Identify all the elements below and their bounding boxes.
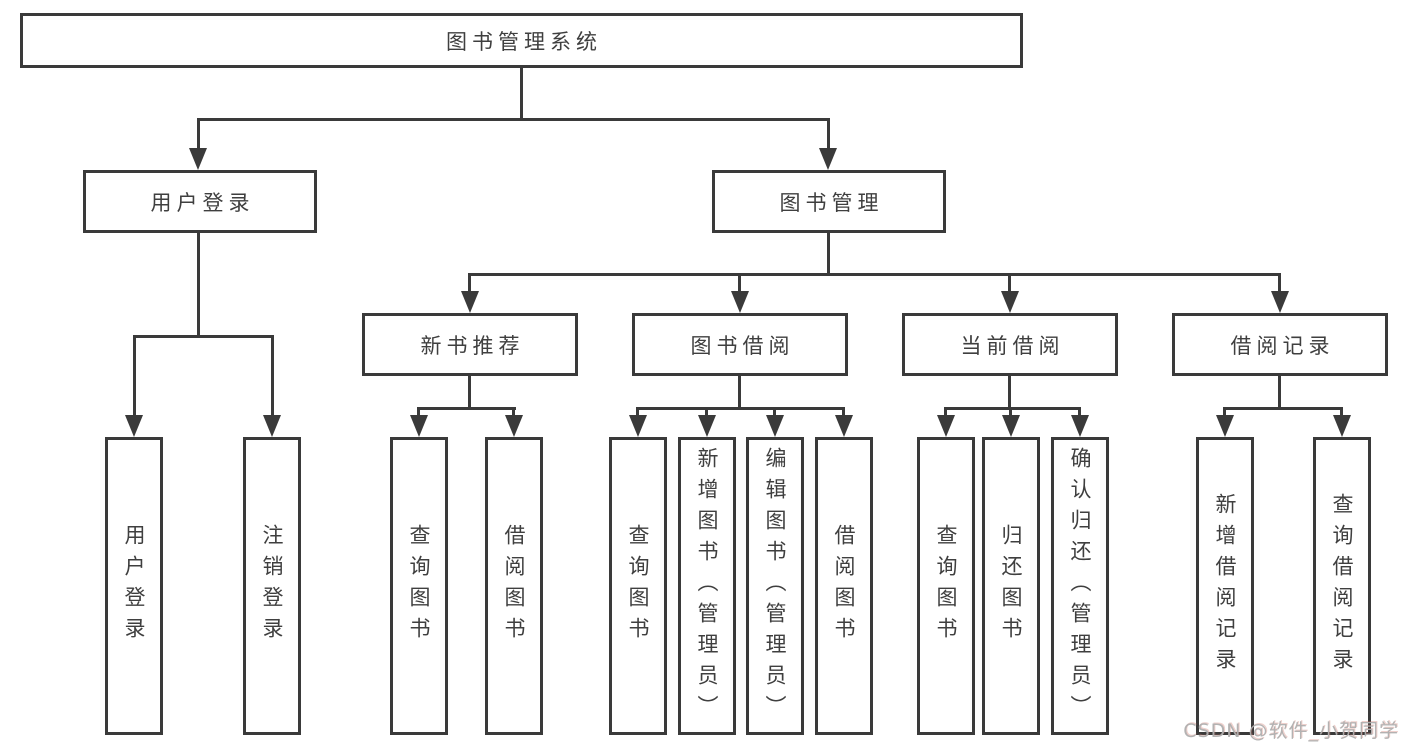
connector-line [1278,376,1281,407]
leaf-logout-label: 注销登录 [260,524,284,648]
arrow-down-icon [766,415,784,437]
csdn-watermark: CSDN @软件_小贺同学 [1183,720,1399,742]
connector-line [1340,407,1343,417]
leaf-edit-books-admin-label: 编辑图书（管理员） [763,446,787,726]
leaf-query-books-1: 查询图书 [390,437,448,735]
leaf-user-login-label: 用户登录 [122,524,146,648]
arrow-down-icon [189,148,207,170]
connector-line [944,407,1081,410]
leaf-add-borrow-record-label: 新增借阅记录 [1213,493,1237,679]
leaf-logout: 注销登录 [243,437,301,735]
node-root-label: 图书管理系统 [446,29,602,54]
node-borrow-record: 借阅记录 [1172,313,1388,376]
connector-line [944,407,947,417]
leaf-query-borrow-record: 查询借阅记录 [1313,437,1371,735]
connector-line [133,335,136,417]
arrow-down-icon [1071,415,1089,437]
connector-line [1223,407,1343,410]
connector-line [468,273,471,291]
connector-line [133,335,274,338]
arrow-down-icon [731,291,749,313]
leaf-query-books-3-label: 查询图书 [934,524,958,648]
connector-line [468,376,471,407]
connector-line [197,118,830,121]
connector-line [827,118,830,150]
leaf-return-books-label: 归还图书 [999,524,1023,648]
connector-line [271,335,274,417]
connector-line [469,273,1281,276]
node-user-login: 用户登录 [83,170,317,233]
arrow-down-icon [835,415,853,437]
connector-line [705,407,708,417]
leaf-query-books-3: 查询图书 [917,437,975,735]
connector-line [773,407,776,417]
connector-line [636,407,639,417]
connector-line [636,407,845,410]
arrow-down-icon [1002,415,1020,437]
leaf-confirm-return-admin-label: 确认归还（管理员） [1068,446,1092,726]
connector-line [417,407,516,410]
arrow-down-icon [629,415,647,437]
node-current-borrow: 当前借阅 [902,313,1118,376]
arrow-down-icon [461,291,479,313]
arrow-down-icon [263,415,281,437]
connector-line [197,118,200,150]
leaf-query-books-2-label: 查询图书 [626,524,650,648]
node-book-management-label: 图书管理 [779,190,884,215]
connector-line [738,376,741,407]
node-new-book-recommend-label: 新书推荐 [420,333,525,358]
arrow-down-icon [125,415,143,437]
leaf-add-borrow-record: 新增借阅记录 [1196,437,1254,735]
leaf-borrow-books-1-label: 借阅图书 [502,524,526,648]
arrow-down-icon [819,148,837,170]
leaf-borrow-books-1: 借阅图书 [485,437,543,735]
leaf-query-books-2: 查询图书 [609,437,667,735]
connector-line [1008,376,1011,407]
arrow-down-icon [1271,291,1289,313]
node-new-book-recommend: 新书推荐 [362,313,578,376]
leaf-query-books-1-label: 查询图书 [407,524,431,648]
arrow-down-icon [505,415,523,437]
node-book-management: 图书管理 [712,170,946,233]
connector-line [512,407,515,417]
arrow-down-icon [937,415,955,437]
connector-line [417,407,420,417]
connector-line [1078,407,1081,417]
node-user-login-label: 用户登录 [150,190,255,215]
leaf-user-login: 用户登录 [105,437,163,735]
connector-line [842,407,845,417]
node-book-borrow: 图书借阅 [632,313,848,376]
arrow-down-icon [410,415,428,437]
connector-line [520,68,523,118]
connector-line [1009,407,1012,417]
leaf-borrow-books-2-label: 借阅图书 [832,524,856,648]
node-book-borrow-label: 图书借阅 [690,333,795,358]
connector-line [1223,407,1226,417]
leaf-add-books-admin: 新增图书（管理员） [678,437,736,735]
arrow-down-icon [1333,415,1351,437]
arrow-down-icon [1216,415,1234,437]
leaf-return-books: 归还图书 [982,437,1040,735]
connector-line [1278,273,1281,291]
connector-line [197,233,200,335]
connector-line [1008,273,1011,291]
node-borrow-record-label: 借阅记录 [1230,333,1335,358]
leaf-query-borrow-record-label: 查询借阅记录 [1330,493,1354,679]
node-current-borrow-label: 当前借阅 [960,333,1065,358]
leaf-add-books-admin-label: 新增图书（管理员） [695,446,719,726]
leaf-confirm-return-admin: 确认归还（管理员） [1051,437,1109,735]
connector-line [827,233,830,273]
arrow-down-icon [698,415,716,437]
node-root: 图书管理系统 [20,13,1023,68]
leaf-edit-books-admin: 编辑图书（管理员） [746,437,804,735]
connector-line [738,273,741,291]
leaf-borrow-books-2: 借阅图书 [815,437,873,735]
arrow-down-icon [1001,291,1019,313]
